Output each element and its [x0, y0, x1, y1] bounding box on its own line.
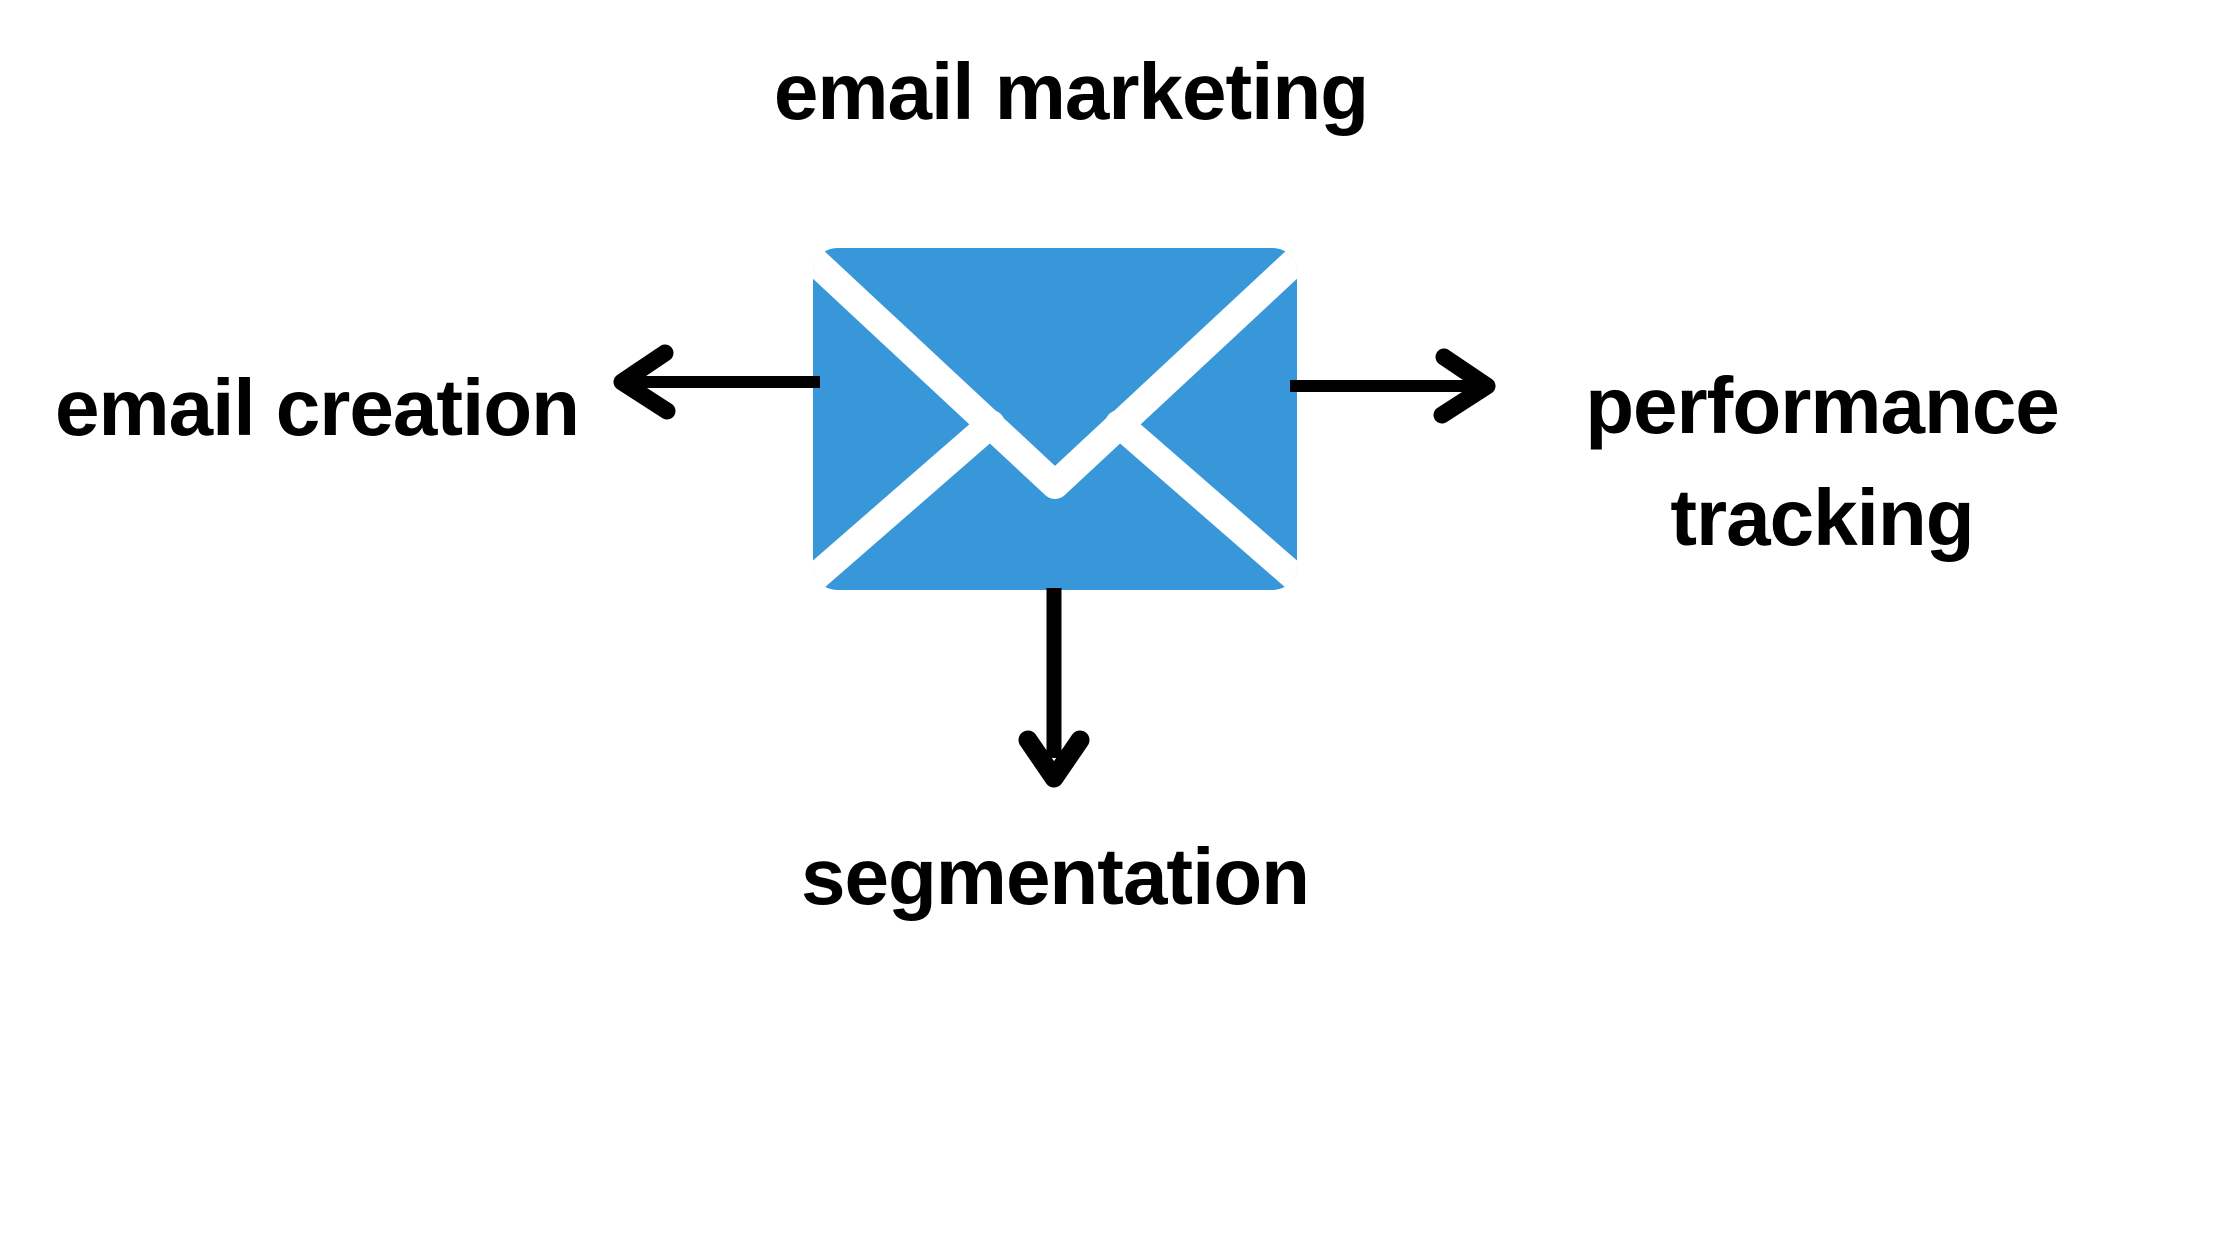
envelope-flap-line: [813, 248, 1297, 499]
envelope-icon: [813, 248, 1297, 595]
envelope-body: [813, 248, 1297, 590]
diagram-title: email marketing: [773, 47, 1369, 136]
arrow-down-head: [1018, 730, 1090, 788]
arrow-left-icon: [600, 336, 820, 433]
label-performance-tracking: performance tracking: [1585, 361, 2060, 562]
envelope-fold-line-left: [813, 410, 1005, 590]
label-segmentation: segmentation: [800, 832, 1310, 921]
label-email-creation: email creation: [54, 363, 580, 452]
envelope-fold-line-right: [1105, 410, 1297, 590]
arrow-down-icon: [1014, 588, 1094, 795]
arrow-right-icon: [1290, 340, 1500, 437]
arrow-left-head: [613, 344, 676, 420]
arrow-right-head: [1433, 348, 1496, 424]
